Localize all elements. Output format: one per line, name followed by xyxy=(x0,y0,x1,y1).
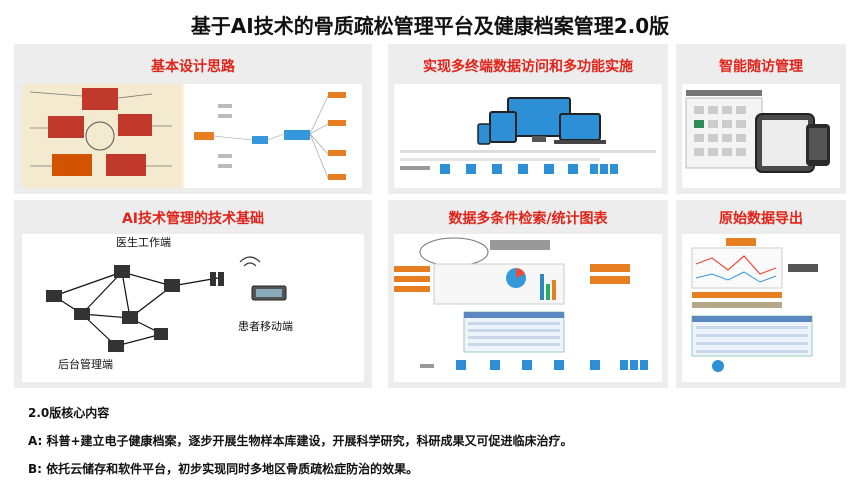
core-line-b: B: 依托云储存和软件平台，初步实现同时多地区骨质疏松症防治的效果。 xyxy=(28,462,419,476)
core-heading: 2.0版核心内容 xyxy=(28,406,110,420)
panel-search-heading: 数据多条件检索/统计图表 xyxy=(448,211,608,227)
network-thumbnail: 医生工作端 后台管理端 患者移动端 xyxy=(22,234,364,382)
design-thumbnail xyxy=(22,84,362,188)
panel-ai-base: AI技术管理的技术基础 医生工作端 xyxy=(14,200,372,388)
doctor-terminal-label: 医生工作端 xyxy=(116,235,171,249)
export-illustration xyxy=(691,238,818,372)
panel-multi-terminal: 实现多终端数据访问和多功能实施 xyxy=(388,44,668,194)
panel-export: 原始数据导出 xyxy=(676,200,846,388)
export-thumbnail xyxy=(682,234,840,382)
panel-design-heading: 基本设计思路 xyxy=(151,59,235,75)
admin-terminal-label: 后台管理端 xyxy=(58,357,113,371)
panel-search: 数据多条件检索/统计图表 xyxy=(388,200,668,388)
search-stats-illustration xyxy=(394,237,648,370)
network-diagram: 医生工作端 后台管理端 患者移动端 xyxy=(46,235,293,371)
panel-followup: 智能随访管理 xyxy=(676,44,846,194)
panel-design: 基本设计思路 xyxy=(14,44,372,194)
calendar-phone-illustration xyxy=(685,90,830,173)
devices-illustration xyxy=(400,97,656,174)
followup-thumbnail xyxy=(682,84,840,188)
panel-export-heading: 原始数据导出 xyxy=(719,211,803,227)
panel-multi-terminal-heading: 实现多终端数据访问和多功能实施 xyxy=(423,59,633,75)
core-line-a: A: 科普+建立电子健康档案，逐步开展生物样本库建设，开展科学研究，科研成果又可… xyxy=(28,434,573,448)
panel-ai-base-heading: AI技术管理的技术基础 xyxy=(121,211,265,227)
patient-terminal-label: 患者移动端 xyxy=(238,320,293,333)
design-flowchart xyxy=(22,84,362,188)
page-title: 基于AI技术的骨质疏松管理平台及健康档案管理2.0版 xyxy=(190,14,670,38)
multi-terminal-thumbnail xyxy=(394,84,662,188)
search-thumbnail xyxy=(394,234,662,382)
panel-followup-heading: 智能随访管理 xyxy=(719,59,803,75)
